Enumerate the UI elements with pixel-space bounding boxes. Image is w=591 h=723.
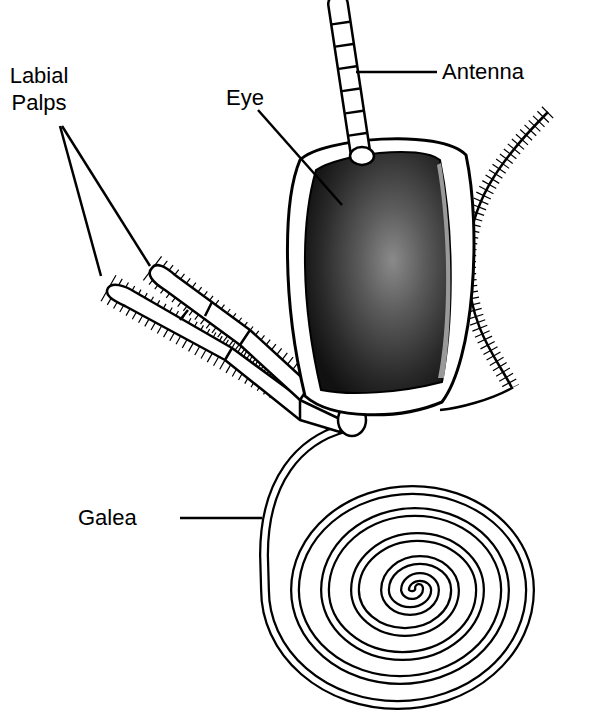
antenna-base xyxy=(350,147,374,165)
antenna-leader xyxy=(356,71,437,74)
antenna-segments xyxy=(338,4,360,150)
galea-fill xyxy=(264,428,530,705)
part-label: Eye xyxy=(226,84,286,111)
eye-highlight xyxy=(437,163,450,378)
part-label: Antenna xyxy=(442,58,562,85)
galea-spiral xyxy=(264,428,530,705)
part-label: Galea xyxy=(78,504,178,531)
part-label: Labial Palps xyxy=(2,62,76,116)
galea-leader xyxy=(180,517,262,520)
antenna-outline xyxy=(338,4,360,150)
leader-lines xyxy=(60,72,437,518)
eye-leader xyxy=(258,110,342,205)
antenna-fill xyxy=(338,4,360,150)
head-hairs xyxy=(468,112,548,388)
palp-leader xyxy=(62,126,150,266)
palp-leader xyxy=(60,126,101,276)
galea-outline xyxy=(264,428,530,705)
antenna xyxy=(338,4,374,165)
head-outline xyxy=(287,139,474,415)
